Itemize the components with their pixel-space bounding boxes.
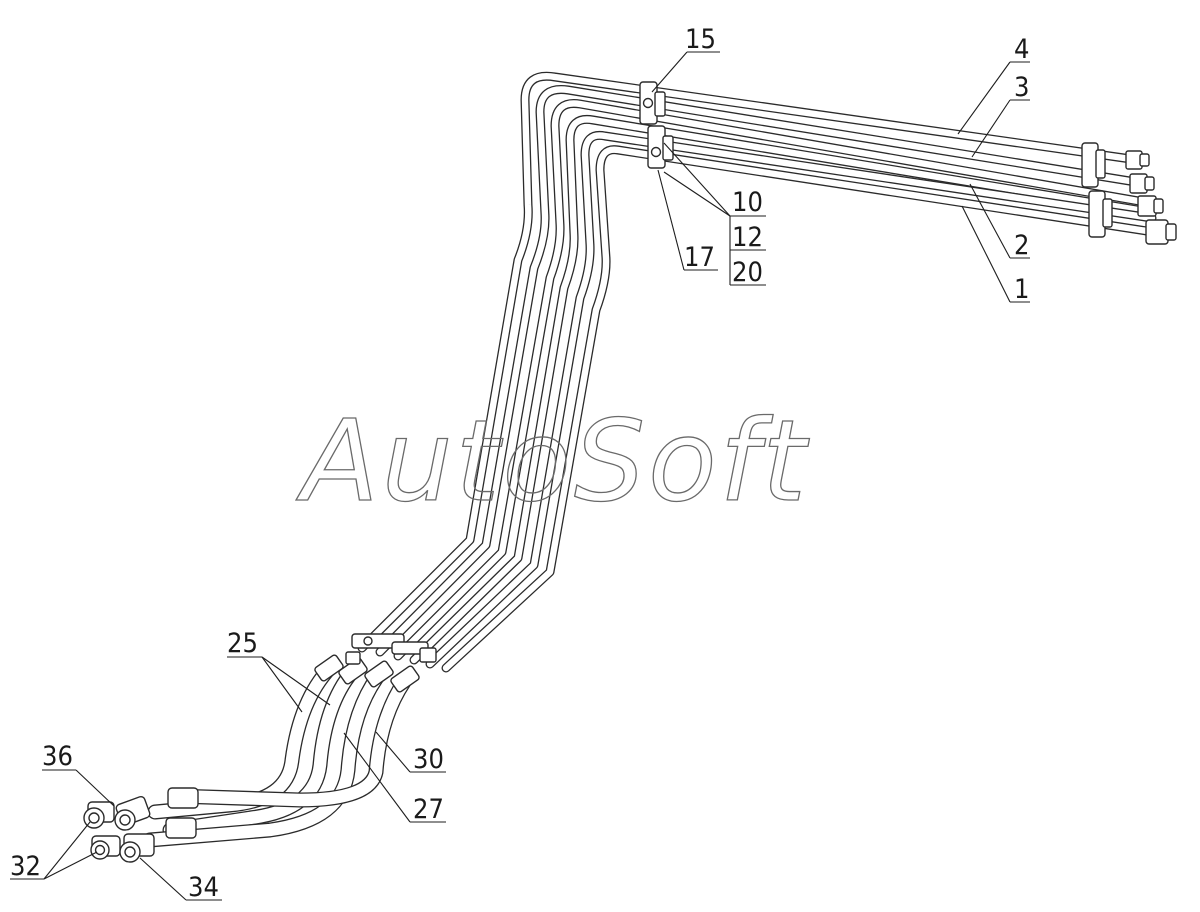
clamp-right-lower: [1088, 190, 1113, 238]
clamp-15: [639, 81, 666, 125]
hoses: [142, 660, 412, 848]
callout-36: 36: [42, 741, 73, 772]
callout-15: 15: [685, 24, 716, 55]
clamp-bottom: [351, 633, 429, 655]
callout-2: 2: [1014, 230, 1029, 261]
watermark: AutoSoft: [296, 397, 810, 527]
callout-4: 4: [1014, 34, 1029, 65]
fitting-32-lower: [90, 835, 121, 860]
callout-34: 34: [188, 872, 219, 903]
callout-32: 32: [10, 851, 41, 882]
pipe-4: [357, 71, 1143, 653]
end-fittings: [83, 787, 199, 863]
hose-30: [167, 674, 412, 808]
pipe-6: [409, 114, 1155, 665]
hose-25b: [162, 664, 360, 838]
callout-10: 10: [732, 187, 763, 218]
callout-1: 1: [1014, 274, 1029, 305]
clamp-right-upper: [1081, 142, 1106, 188]
callout-12: 12: [732, 222, 763, 253]
rigid-pipes: [357, 71, 1165, 673]
callout-20: 20: [732, 257, 763, 288]
callout-27: 27: [413, 794, 444, 825]
fitting-36: [114, 795, 151, 831]
hose-couplings: [314, 647, 437, 693]
pipe-3: [375, 84, 1147, 657]
fitting-34: [119, 833, 155, 863]
pipe-2: [425, 130, 1157, 669]
hose-27: [142, 668, 386, 848]
callout-labels: 15 4 3 10 12 20 17 2 1 25 30 27 36 32 34: [10, 24, 1029, 903]
leader-lines: [10, 51, 1030, 901]
callout-25: 25: [227, 628, 258, 659]
callout-3: 3: [1014, 72, 1029, 103]
pipe-1: [441, 145, 1165, 673]
callout-17: 17: [684, 242, 715, 273]
callout-30: 30: [413, 744, 444, 775]
pipe-5: [393, 98, 1155, 661]
pipe-end-fittings: [1125, 150, 1177, 245]
